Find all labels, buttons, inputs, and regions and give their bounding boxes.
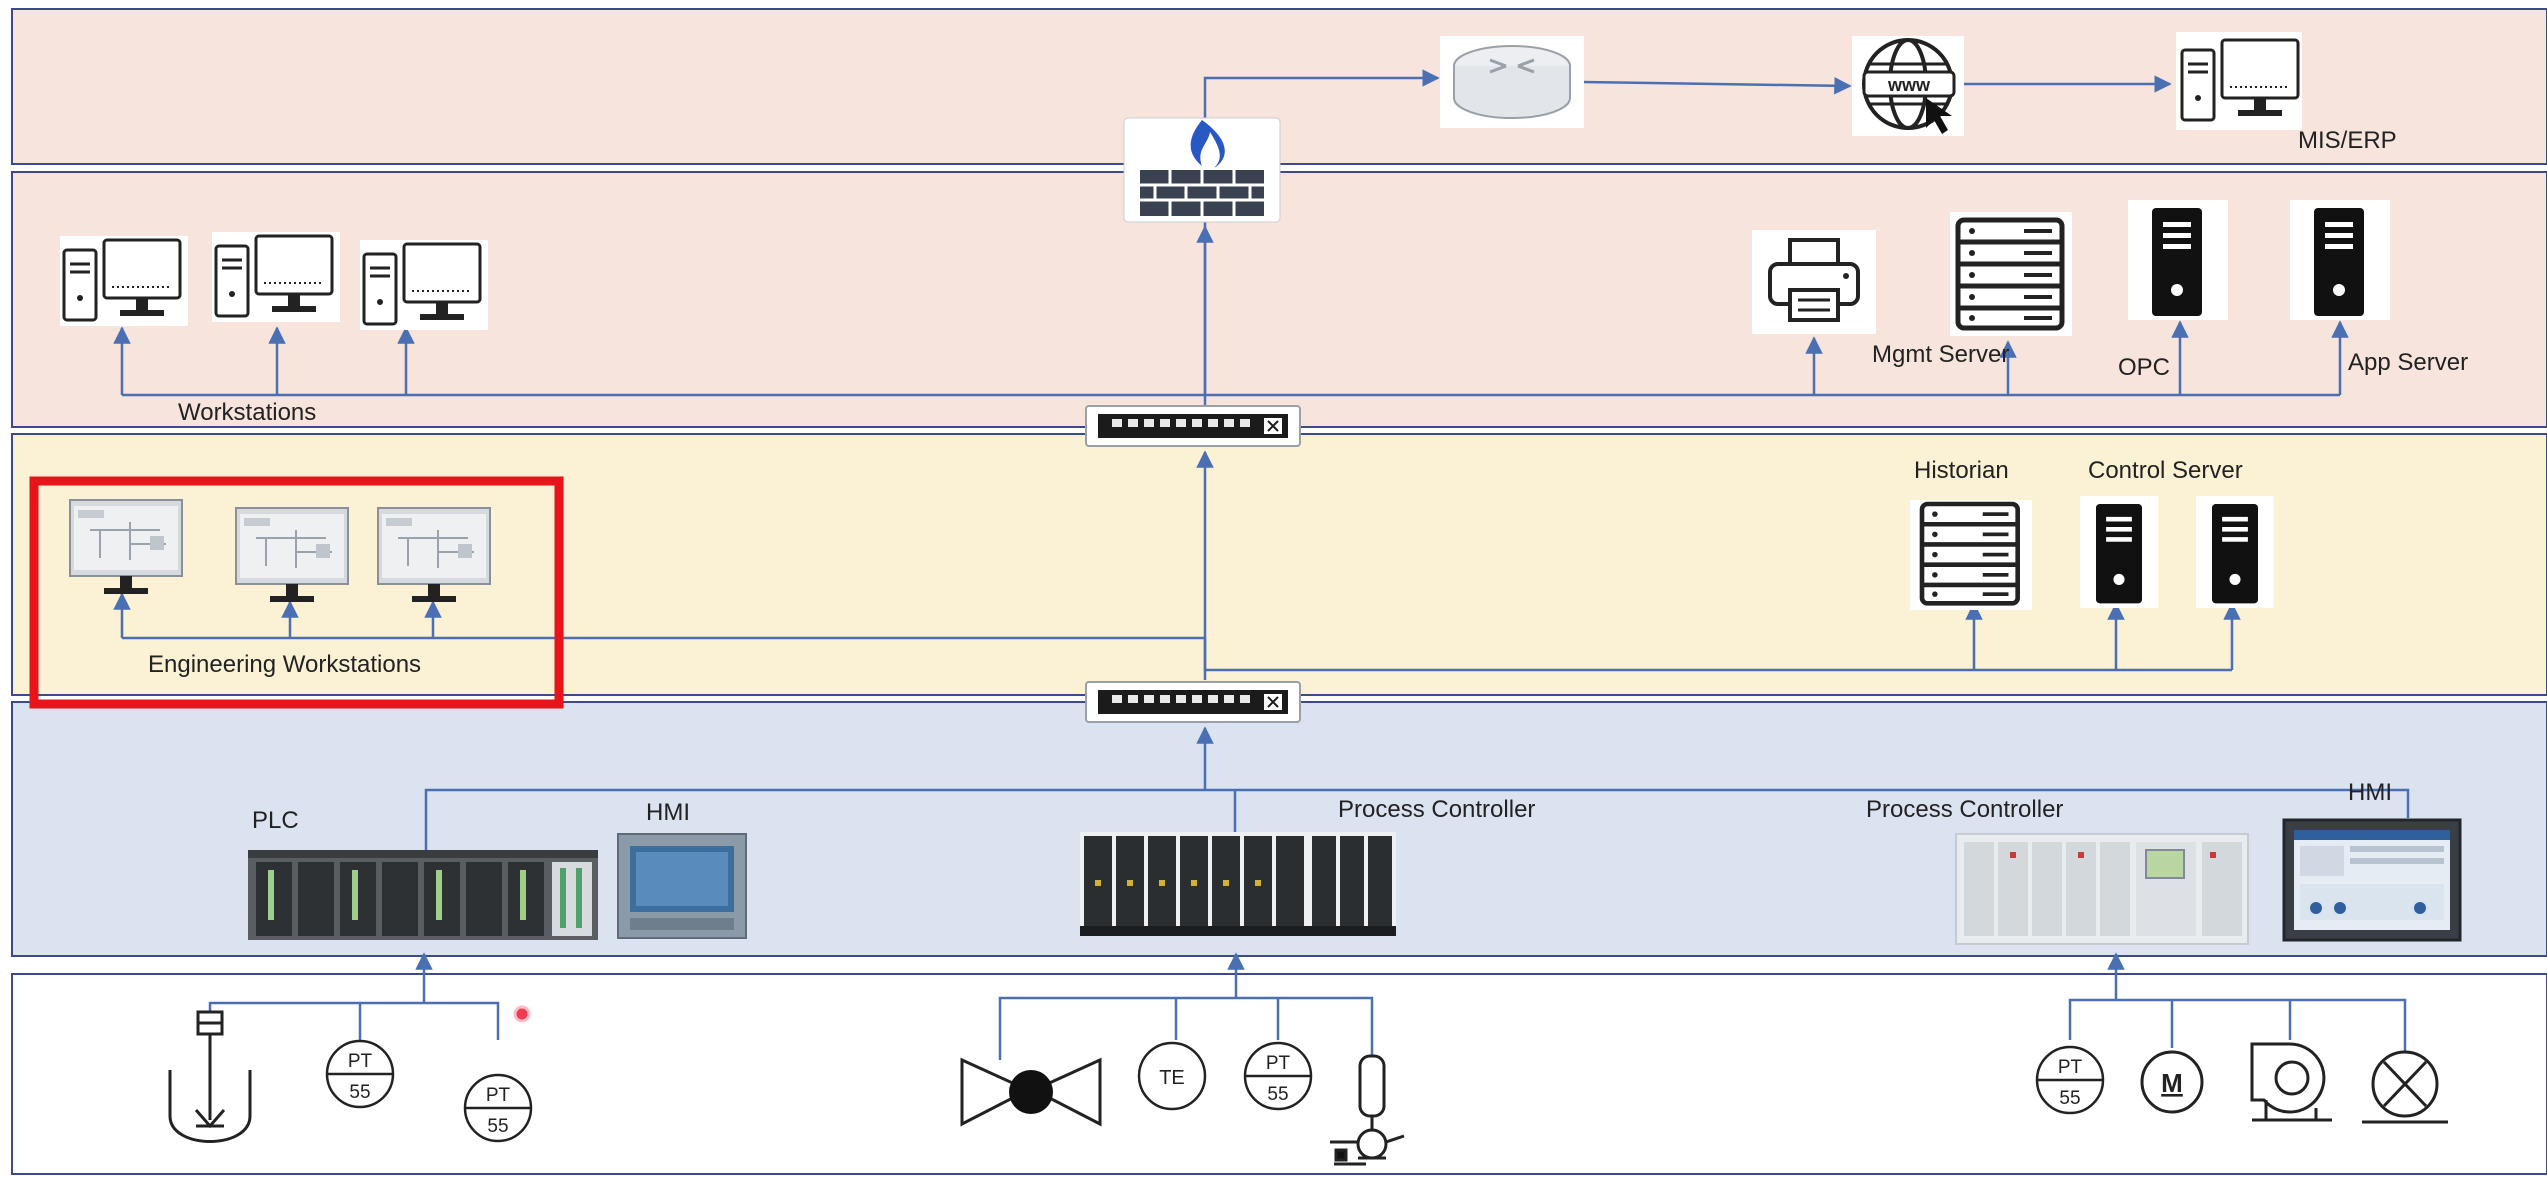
fan-icon <box>2362 1050 2448 1124</box>
control-server-icon <box>2196 496 2274 608</box>
svg-text:PT: PT <box>2058 1057 2083 1078</box>
plc-rack-image <box>248 850 598 940</box>
workstation-icon <box>60 236 188 326</box>
svg-text:PT: PT <box>486 1085 511 1106</box>
process-controller-right-image <box>1955 833 2249 945</box>
pump-icon <box>1330 1054 1405 1166</box>
network-links <box>113 69 2410 1060</box>
tank-agitator-icon <box>168 1010 252 1143</box>
control-server-label: Control Server <box>2088 457 2243 484</box>
temperature-element-icon: TE <box>1137 1041 1207 1111</box>
mis-erp-label: MIS/ERP <box>2298 127 2397 154</box>
historian-label: Historian <box>1914 457 2009 484</box>
motor-icon: M <box>2140 1050 2204 1114</box>
process-controller-right-label: Process Controller <box>1866 796 2063 823</box>
hmi-left-panel-image <box>617 833 747 939</box>
mgmt-server-label: Mgmt Server <box>1872 341 2009 368</box>
router-icon <box>1440 36 1584 128</box>
pressure-transmitter-icon: PT 55 <box>1243 1041 1313 1111</box>
svg-text:55: 55 <box>487 1116 508 1137</box>
svg-text:PT: PT <box>1266 1053 1291 1074</box>
workstation-icon <box>360 240 488 330</box>
engineering-workstations-label: Engineering Workstations <box>148 651 421 678</box>
pressure-transmitter-icon: PT 55 <box>325 1039 395 1109</box>
internet-icon: www <box>1852 36 1964 136</box>
printer-icon <box>1752 230 1876 334</box>
control-valve-icon <box>960 1057 1102 1127</box>
app-server-icon <box>2290 200 2390 320</box>
workstations-label: Workstations <box>178 399 316 426</box>
opc-server-icon <box>2128 200 2228 320</box>
svg-text:M: M <box>2161 1068 2183 1098</box>
blower-icon <box>2250 1042 2332 1122</box>
firewall-icon <box>1123 117 1281 223</box>
pressure-transmitter-icon: PT 55 <box>2035 1045 2105 1115</box>
svg-text:55: 55 <box>349 1082 370 1103</box>
app-server-label: App Server <box>2348 349 2468 376</box>
hmi-right-label: HMI <box>2348 779 2392 806</box>
mgmt-server-icon <box>1950 212 2072 336</box>
it-switch-icon <box>1085 405 1301 447</box>
hmi-left-label: HMI <box>646 799 690 826</box>
mis-erp-computer-icon <box>2176 32 2302 130</box>
highlight-box <box>29 476 564 709</box>
control-server-icon <box>2080 496 2158 608</box>
opc-label: OPC <box>2118 354 2170 381</box>
process-controller-center-label: Process Controller <box>1338 796 1535 823</box>
cursor-dot <box>513 1005 531 1023</box>
www-text: www <box>1887 75 1931 95</box>
plc-label: PLC <box>252 807 299 834</box>
historian-server-icon <box>1910 500 2032 610</box>
hmi-right-panel-image <box>2282 818 2462 942</box>
process-controller-center-image <box>1080 832 1396 936</box>
control-switch-icon <box>1085 681 1301 723</box>
workstation-icon <box>212 232 340 322</box>
pressure-transmitter-icon: PT 55 <box>463 1073 533 1143</box>
svg-text:TE: TE <box>1159 1067 1185 1089</box>
svg-text:PT: PT <box>348 1051 373 1072</box>
svg-text:55: 55 <box>2059 1088 2080 1109</box>
svg-text:55: 55 <box>1267 1084 1288 1105</box>
